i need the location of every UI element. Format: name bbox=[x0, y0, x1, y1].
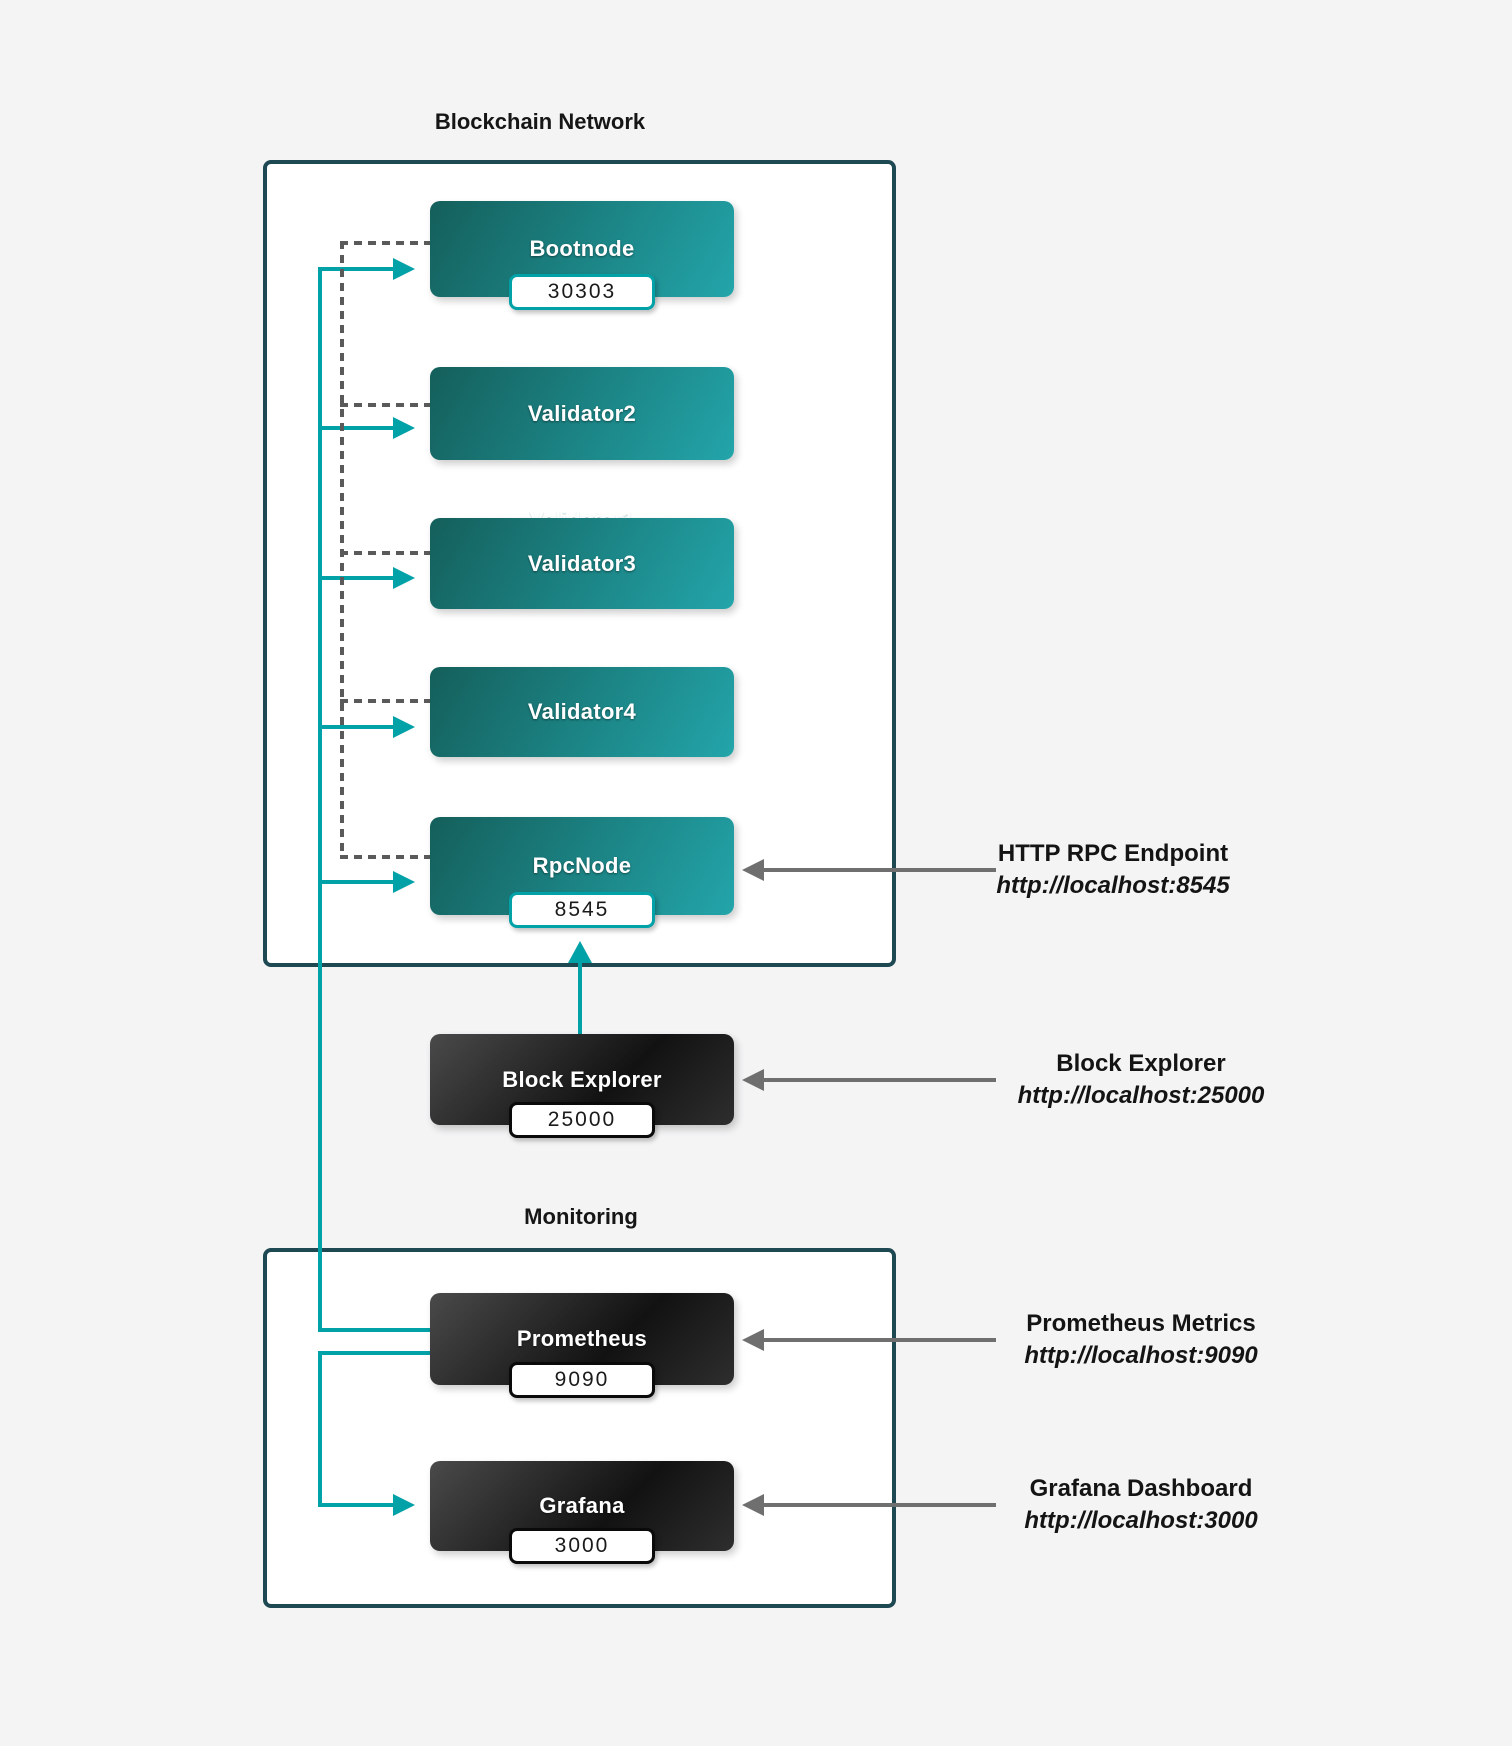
node-validator2: Validator2 bbox=[430, 367, 734, 460]
annotation-prometheus-metrics-url: http://localhost:9090 bbox=[1024, 1342, 1258, 1369]
block-explorer-arrowhead-icon bbox=[742, 1069, 764, 1091]
edge-explorer-to-rpcnode-line bbox=[578, 962, 582, 1034]
rpcnode-up-arrowhead-icon bbox=[568, 941, 592, 963]
rpc-endpoint-arrow-line bbox=[764, 868, 996, 872]
rpcnode-arrowhead-icon bbox=[393, 871, 415, 893]
node-grafana-label: Grafana bbox=[539, 1493, 625, 1518]
annotation-prometheus-metrics-title: Prometheus Metrics bbox=[1026, 1310, 1256, 1337]
node-rpcnode-port-badge: 8545 bbox=[509, 892, 655, 928]
node-block-explorer-label: Block Explorer bbox=[502, 1066, 662, 1092]
node-validator3-label: Validator3 bbox=[527, 550, 637, 576]
node-validator4-label: Validator4 bbox=[527, 699, 637, 724]
dashed-to-validator4-line bbox=[340, 699, 430, 703]
prometheus-arrowhead-icon bbox=[742, 1329, 764, 1351]
cluster-title-monitoring: Monitoring bbox=[524, 1204, 638, 1229]
grafana-arrowhead-icon bbox=[393, 1494, 415, 1516]
edge-to-grafana-line bbox=[318, 1503, 394, 1507]
node-block-explorer-port-badge: 25000 bbox=[509, 1102, 655, 1138]
teal-trunk-line bbox=[318, 267, 322, 1332]
validator3-arrowhead-icon bbox=[393, 567, 415, 589]
cluster-title-blockchain-network: Blockchain Network bbox=[434, 109, 646, 134]
edge-prometheus-grafana-v-line bbox=[318, 1351, 322, 1507]
dashed-to-validator3-line bbox=[340, 551, 430, 555]
dashed-to-validator2-line bbox=[340, 403, 430, 407]
node-prometheus-port-badge: 9090 bbox=[509, 1362, 655, 1398]
node-validator3: Validator3 bbox=[430, 518, 734, 609]
dashed-trunk-line bbox=[340, 241, 344, 859]
bootnode-arrowhead-icon bbox=[393, 258, 415, 280]
block-explorer-arrow-line bbox=[764, 1078, 996, 1082]
node-bootnode: Bootnode 30303 bbox=[430, 201, 734, 310]
edge-prometheus-grafana-h-line bbox=[318, 1351, 430, 1355]
annotation-grafana-dashboard-title: Grafana Dashboard bbox=[1029, 1475, 1253, 1502]
edge-to-validator3-line bbox=[318, 576, 394, 580]
grafana-arrow-line bbox=[764, 1503, 996, 1507]
node-bootnode-label: Bootnode bbox=[529, 236, 635, 261]
node-rpcnode-label: RpcNode bbox=[532, 853, 632, 878]
annotation-block-explorer: Block Explorer http://localhost:25000 bbox=[1018, 1048, 1265, 1112]
rpc-endpoint-arrowhead-icon bbox=[742, 859, 764, 881]
annotation-http-rpc-endpoint: HTTP RPC Endpoint http://localhost:8545 bbox=[996, 838, 1229, 902]
validator4-arrowhead-icon bbox=[393, 716, 415, 738]
annotation-http-rpc-endpoint-url: http://localhost:8545 bbox=[996, 872, 1230, 899]
annotation-grafana-dashboard: Grafana Dashboard http://localhost:3000 bbox=[1024, 1473, 1257, 1537]
node-bootnode-port-badge: 30303 bbox=[509, 274, 655, 310]
annotation-prometheus-metrics: Prometheus Metrics http://localhost:9090 bbox=[1024, 1308, 1257, 1372]
hidden-node-validator1-ghost: Validator1 bbox=[430, 512, 734, 519]
annotation-block-explorer-title: Block Explorer bbox=[1056, 1050, 1226, 1077]
node-validator2-label: Validator2 bbox=[527, 400, 637, 426]
edge-to-rpcnode-line bbox=[318, 880, 394, 884]
edge-to-validator2-line bbox=[318, 426, 394, 430]
node-block-explorer: Block Explorer 25000 bbox=[430, 1034, 734, 1138]
edge-to-prometheus-line bbox=[318, 1328, 430, 1332]
node-validator4: Validator4 bbox=[430, 667, 734, 757]
node-grafana: Grafana 3000 bbox=[430, 1461, 734, 1564]
node-prometheus-label: Prometheus bbox=[516, 1326, 648, 1351]
annotation-grafana-dashboard-url: http://localhost:3000 bbox=[1024, 1507, 1258, 1534]
prometheus-arrow-line bbox=[764, 1338, 996, 1342]
dashed-to-rpcnode-line bbox=[340, 855, 430, 859]
edge-to-bootnode-line bbox=[318, 267, 394, 271]
edge-to-validator4-line bbox=[318, 725, 394, 729]
node-grafana-port-badge: 3000 bbox=[509, 1528, 655, 1564]
validator2-arrowhead-icon bbox=[393, 417, 415, 439]
grafana-dashboard-arrowhead-icon bbox=[742, 1494, 764, 1516]
annotation-http-rpc-endpoint-title: HTTP RPC Endpoint bbox=[997, 840, 1229, 867]
node-rpcnode: RpcNode 8545 bbox=[430, 817, 734, 928]
node-prometheus: Prometheus 9090 bbox=[430, 1293, 734, 1398]
annotation-block-explorer-url: http://localhost:25000 bbox=[1017, 1082, 1265, 1109]
dashed-to-bootnode-line bbox=[340, 241, 430, 245]
